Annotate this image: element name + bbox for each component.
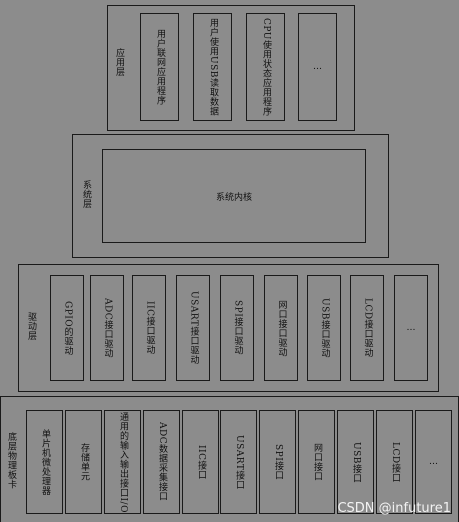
physical-usart: USART接口 [220,410,257,514]
physical-iic: IIC接口 [182,410,219,514]
physical-storage: 存储单元 [65,410,102,514]
driver-spi: SPI接口驱动 [220,275,254,381]
driver-more: … [394,275,428,381]
watermark: CSDN @infuture1 [337,501,451,516]
driver-adc: ADC接口驱动 [90,275,124,381]
physical-lcd: LCD接口 [376,410,413,514]
driver-net: 网口接口驱动 [264,275,298,381]
app-layer-frame [107,5,355,131]
physical-usb: USB接口 [337,410,374,514]
system-layer-frame [72,134,389,258]
physical-more: … [415,410,452,514]
physical-mcu: 单片机微处理器 [26,410,63,514]
app-item-cpu-status: CPU使用状态应用程序 [246,13,285,121]
driver-iic: IIC接口驱动 [132,275,166,381]
physical-spi: SPI接口 [259,410,296,514]
app-item-network: 用户联网应用程序 [140,13,179,121]
driver-lcd: LCD接口驱动 [350,275,384,381]
driver-usb: USB接口驱动 [307,275,341,381]
physical-layer-label: 底层物理板卡 [6,432,16,489]
app-item-usb-read: 用户使用USB读取数据 [193,13,232,121]
physical-adc: ADC数据采集接口 [143,410,180,514]
driver-gpio: GPIO的驱动 [50,275,84,381]
physical-gpio: 通用的输入输出接口I/O [104,410,141,514]
physical-net: 网口接口 [298,410,335,514]
app-layer-label: 应用层 [114,48,124,77]
system-kernel: 系统内核 [102,149,366,243]
app-item-more: … [298,13,337,121]
driver-layer-label: 驱动层 [26,312,36,341]
driver-layer-frame [18,264,439,392]
driver-usart: USART接口驱动 [176,275,210,381]
system-layer-label: 系统层 [81,180,91,209]
